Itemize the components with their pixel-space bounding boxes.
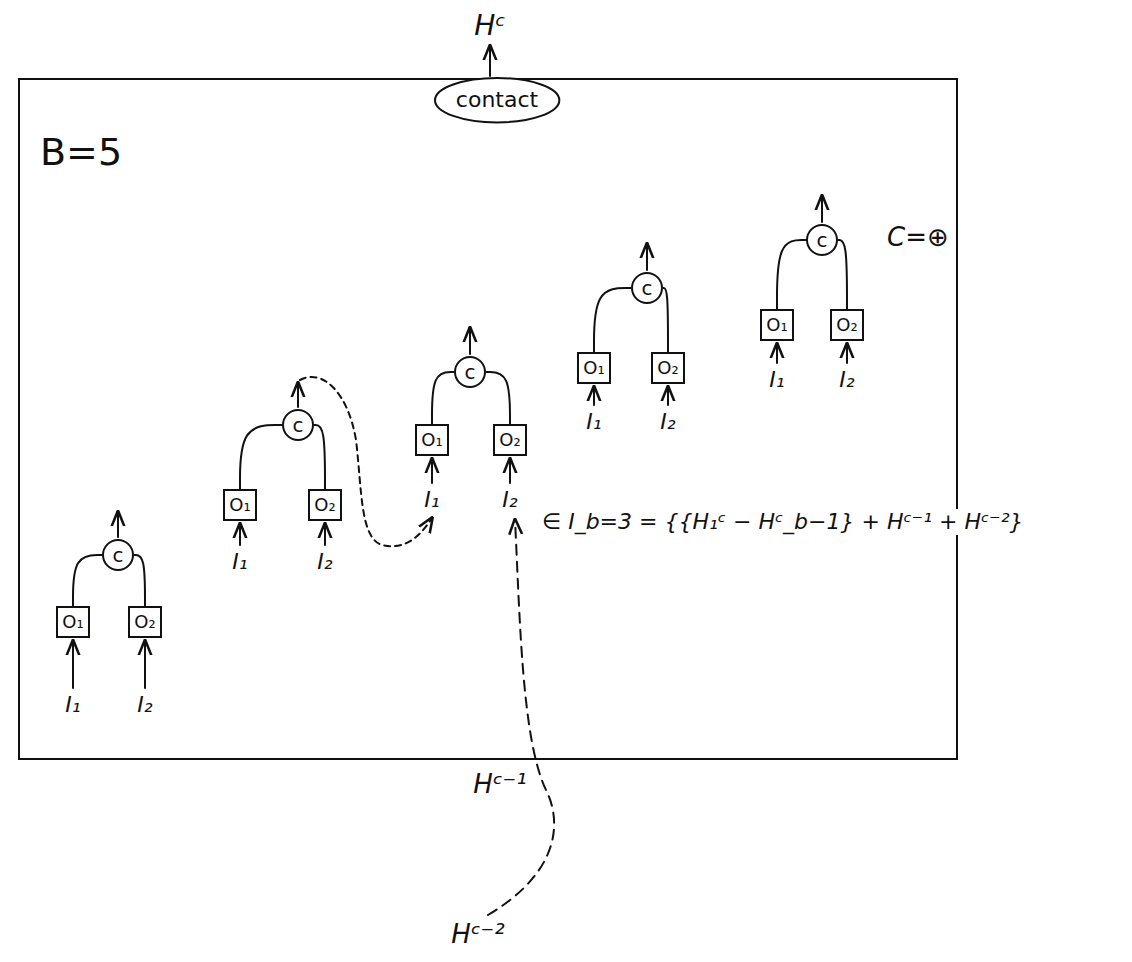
block-output-arrow	[117, 512, 119, 537]
operation-link	[663, 288, 668, 352]
block-output-arrow	[297, 383, 299, 407]
node-text: O₂	[657, 357, 678, 379]
concat-ellipse: contact	[434, 77, 560, 123]
input-name: I₂	[315, 549, 334, 575]
operation-link	[486, 372, 510, 424]
block-output-arrow	[646, 244, 648, 270]
node-text: O₂	[836, 314, 857, 336]
node-text: c	[293, 413, 304, 437]
combiner-note: C=⊕	[885, 222, 951, 253]
input-name: I₂	[658, 409, 677, 435]
operation-link	[432, 372, 454, 424]
combiner-circle: c	[282, 409, 314, 441]
outline	[632, 273, 662, 303]
node-text: c	[113, 543, 124, 567]
operation-box: O₂	[308, 489, 341, 521]
operation-link	[777, 240, 806, 309]
operation-link	[838, 240, 847, 309]
node-text: O₂	[134, 611, 155, 633]
input-arrow	[509, 459, 511, 483]
input-arrow	[593, 387, 595, 405]
operation-box: O₂	[651, 352, 684, 384]
input-arrow	[72, 641, 74, 688]
input-arrow	[239, 524, 241, 545]
outline	[283, 410, 313, 440]
operation-link	[594, 288, 631, 352]
input-name: I₁	[767, 367, 786, 393]
node-text: c	[465, 360, 476, 384]
outline	[807, 225, 837, 255]
node-text: O₁	[62, 611, 83, 633]
block-output-arrow	[469, 328, 471, 354]
input-set-formula: ∈ I_b=3 = {{H₁ᶜ − Hᶜ_b−1} + Hᶜ⁻¹ + Hᶜ⁻²}	[540, 509, 1026, 535]
input-arrow	[667, 387, 669, 405]
operation-box: O₂	[493, 424, 526, 456]
cell-frame: B=5cO₁O₂cO₁O₂cO₁O₂cO₁O₂cO₁O₂	[18, 78, 958, 760]
node-text: O₂	[499, 429, 520, 451]
cell-output: Hᶜ	[472, 9, 507, 43]
operation-link	[314, 425, 325, 489]
combiner-circle: c	[806, 224, 838, 256]
node-text: O₁	[421, 429, 442, 451]
input-name: I₁	[422, 487, 441, 513]
combiner-circle: c	[454, 356, 486, 388]
outline	[455, 357, 485, 387]
input-arrow	[846, 344, 848, 363]
operation-link	[134, 555, 145, 606]
operation-box: O₁	[577, 352, 610, 384]
input-arrow	[431, 459, 433, 483]
outline	[435, 78, 559, 122]
operation-box: O₂	[128, 606, 161, 638]
input-arrow	[144, 641, 146, 688]
block-output-arrow	[821, 196, 823, 222]
previous-cell-input: Hᶜ⁻¹	[471, 769, 528, 800]
operation-link	[73, 555, 102, 606]
outline	[103, 540, 133, 570]
input-arrow	[776, 344, 778, 363]
operation-box: O₂	[830, 309, 863, 341]
dashed-reuse-line	[300, 377, 432, 546]
node-text: c	[642, 276, 653, 300]
node-text: contact	[456, 87, 538, 113]
operation-box: O₁	[760, 309, 793, 341]
input-name: I₁	[584, 409, 603, 435]
node-text: O₂	[314, 494, 335, 516]
input-arrow	[324, 524, 326, 545]
operation-box: O₁	[223, 489, 256, 521]
combiner-circle: c	[102, 539, 134, 571]
input-name: I₁	[230, 549, 249, 575]
node-text: O₁	[229, 494, 250, 516]
operation-box: O₁	[56, 606, 89, 638]
node-text: O₁	[583, 357, 604, 379]
operation-link	[240, 425, 282, 489]
output-arrow	[489, 46, 491, 76]
input-name: I₂	[837, 367, 856, 393]
previous-cell-input: Hᶜ⁻²	[449, 919, 506, 950]
operation-box: O₁	[415, 424, 448, 456]
dashed-input-line	[488, 520, 554, 915]
input-name: I₂	[500, 487, 519, 513]
input-name: I₁	[63, 692, 82, 718]
node-text: c	[817, 228, 828, 252]
cell-heading: B=5	[40, 130, 122, 176]
combiner-circle: c	[631, 272, 663, 304]
input-name: I₂	[135, 692, 154, 718]
node-text: O₁	[766, 314, 787, 336]
